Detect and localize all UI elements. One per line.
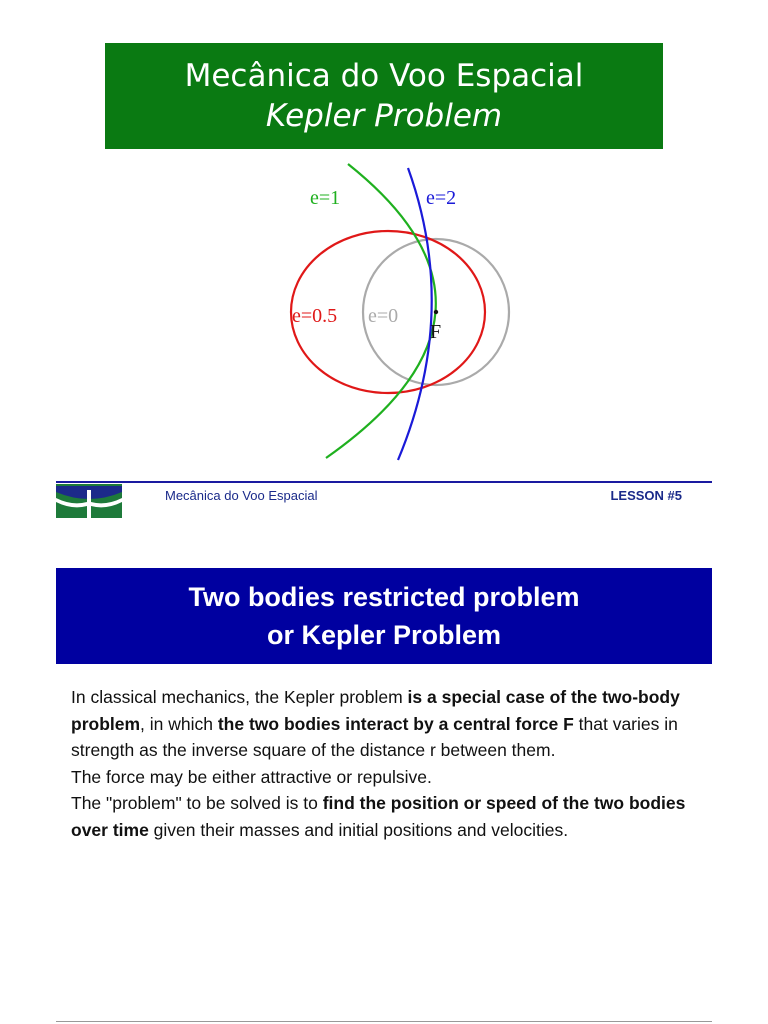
orbit-ellipse-e05	[289, 229, 487, 395]
bold-text: find the position or speed of the two bo…	[71, 793, 686, 840]
kepler-orbits-diagram: e=1 e=2 e=0.5 e=0 F	[289, 163, 511, 461]
paragraph-problem-statement: The "problem" to be solved is to find th…	[71, 790, 701, 843]
page-bottom-divider	[56, 1021, 712, 1022]
label-e1: e=1	[310, 187, 340, 209]
section-heading-line2: or Kepler Problem	[266, 620, 502, 650]
label-focus: F	[430, 321, 441, 343]
focus-point	[433, 309, 439, 315]
bold-text: is a special case of the two-body proble…	[71, 687, 680, 734]
university-logo	[56, 484, 122, 518]
bold-text: the two bodies interact by a central for…	[217, 713, 574, 734]
text-span: The "problem" to be solved is to	[71, 793, 323, 813]
slide-title-banner: Mecânica do Voo Espacial Kepler Problem	[105, 43, 663, 149]
footer-lesson-number: LESSON #5	[610, 488, 682, 503]
text-span: that varies in strength as the inverse s…	[71, 713, 678, 761]
section-heading-banner: Two bodies restricted problem or Kepler …	[56, 568, 712, 664]
text-span: In classical mechanics, the Kepler probl…	[71, 687, 408, 707]
section-heading-line1: Two bodies restricted problem	[188, 582, 580, 612]
orbit-circle-e0	[361, 237, 511, 387]
paragraph-kepler-definition: In classical mechanics, the Kepler probl…	[71, 684, 701, 764]
body-text: In classical mechanics, the Kepler probl…	[71, 684, 701, 843]
footer-divider	[56, 481, 712, 483]
orbit-hyperbola-e2	[396, 167, 433, 461]
text-span: , in which	[140, 713, 218, 734]
label-e05: e=0.5	[292, 305, 337, 327]
slide-subtitle: Kepler Problem	[265, 98, 503, 134]
footer-course-name: Mecânica do Voo Espacial	[165, 488, 318, 503]
label-e0: e=0	[368, 305, 398, 327]
paragraph-force-type: The force may be either attractive or re…	[71, 766, 432, 787]
label-e2: e=2	[426, 187, 456, 209]
text-span: given their masses and initial positions…	[148, 819, 569, 840]
slide-title: Mecânica do Voo Espacial	[184, 58, 584, 94]
